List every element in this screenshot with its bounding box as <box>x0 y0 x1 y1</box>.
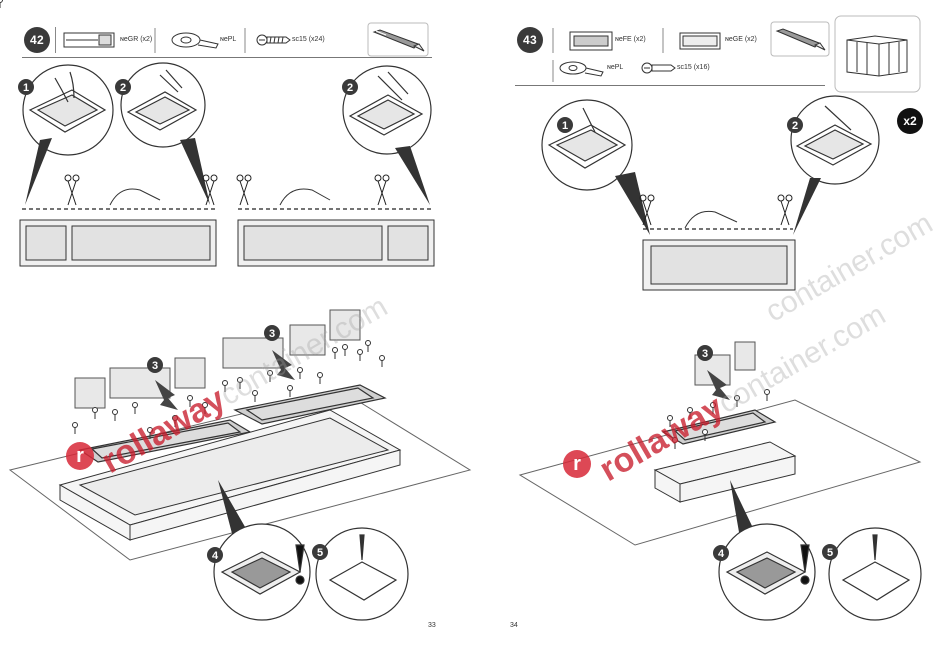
screw <box>113 410 118 422</box>
part-label-sc15: sc15 (x16) <box>677 64 710 71</box>
multiplier-badge: x2 <box>897 108 923 134</box>
manual-page-left: 42 <box>0 0 475 660</box>
screw <box>318 373 323 385</box>
window-frame-icon <box>570 32 612 50</box>
screw <box>380 356 385 368</box>
detail-circle-2b <box>343 66 431 154</box>
screw <box>93 408 98 420</box>
left-page-illustrations: 1 2 2 <box>0 0 475 660</box>
watermark-logo: r <box>66 442 94 470</box>
screw <box>288 386 293 398</box>
callout-2: 2 <box>120 82 126 94</box>
part-label-sc15: sc15 (x24) <box>292 36 325 43</box>
part-label-nepl: ɴePL <box>220 36 236 43</box>
screw <box>133 403 138 415</box>
callout-3: 3 <box>152 360 158 372</box>
callout-2: 2 <box>792 120 798 132</box>
manual-page-right: 43 <box>475 0 950 660</box>
part-label-nege: ɴeGE (x2) <box>725 36 757 43</box>
callout-4: 4 <box>212 550 219 562</box>
callout-4: 4 <box>718 548 725 560</box>
screws <box>0 0 3 8</box>
shed-thumbnail <box>835 16 920 92</box>
detail-circle-1 <box>23 65 113 155</box>
scissors-icon <box>65 175 389 205</box>
glazing-panel-row-right <box>238 220 434 266</box>
tape-roll-icon <box>172 33 218 48</box>
detail-circle-5 <box>829 528 921 620</box>
glazing-panel-icon <box>680 33 720 49</box>
utility-knife-icon <box>368 23 428 56</box>
scissors-icon <box>640 195 792 225</box>
screw-icon <box>642 63 675 73</box>
detail-circle-5 <box>316 528 408 620</box>
callout-1: 1 <box>562 120 568 132</box>
screw <box>366 341 371 353</box>
page-number: 34 <box>510 622 518 629</box>
glazing-panel-row-left <box>20 220 216 266</box>
glazing-strip-icon <box>64 33 114 47</box>
screw <box>73 423 78 435</box>
tape-roll-icon <box>560 62 603 76</box>
glazing-panel-row <box>643 240 795 290</box>
detail-circle-2 <box>121 63 205 147</box>
detail-circle-4 <box>214 524 310 620</box>
callout-5: 5 <box>317 547 323 559</box>
part-label-nefe: ɴeFE (x2) <box>615 36 646 43</box>
utility-knife-icon <box>771 22 829 56</box>
screw-icon <box>257 35 290 45</box>
callout-3b: 3 <box>269 328 275 340</box>
callout-3: 3 <box>702 348 708 360</box>
page-number: 33 <box>428 622 436 629</box>
part-label-negr: ɴeGR (x2) <box>120 36 152 43</box>
callout-5: 5 <box>827 547 833 559</box>
screw <box>358 350 363 362</box>
watermark-logo: r <box>563 450 591 478</box>
callout-2b: 2 <box>347 82 353 94</box>
callout-1: 1 <box>23 82 29 94</box>
detail-circle-2 <box>791 96 879 184</box>
part-label-nepl: ɴePL <box>607 64 623 71</box>
detail-circle-4 <box>719 524 815 620</box>
